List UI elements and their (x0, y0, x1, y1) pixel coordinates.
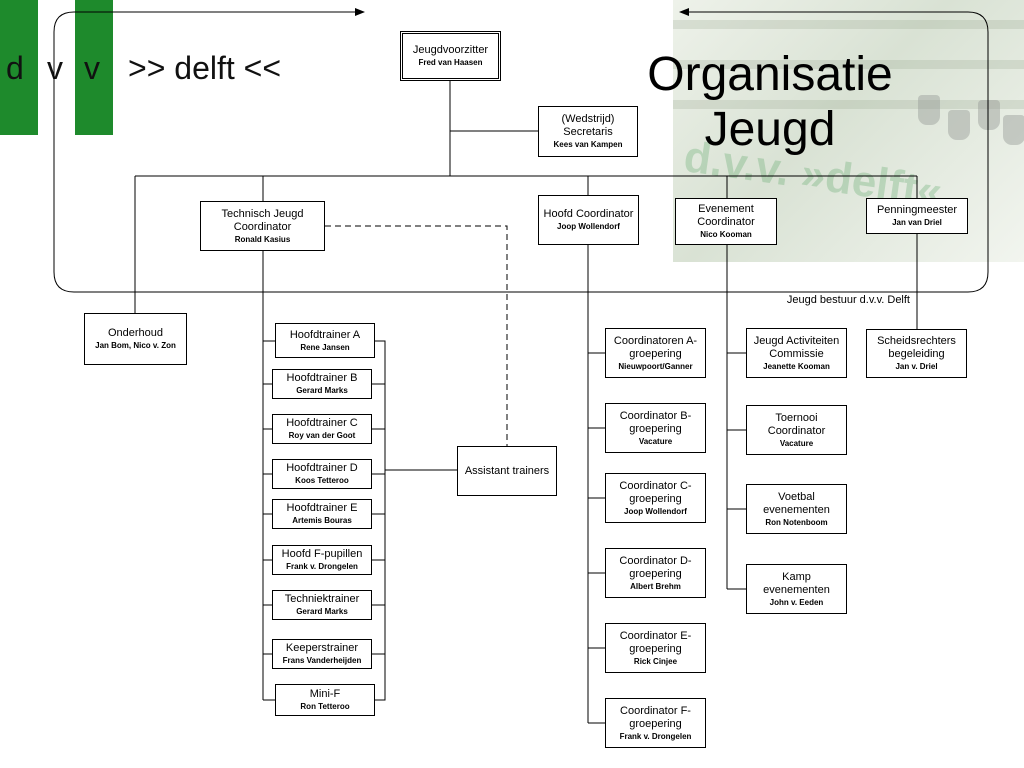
box-person: Artemis Bouras (292, 516, 352, 525)
trophy-icon (1003, 115, 1024, 145)
box-trainer: Hoofd F-pupillen Frank v. Drongelen (272, 545, 372, 575)
box-trainer: Techniektrainer Gerard Marks (272, 590, 372, 620)
box-person: Frank v. Drongelen (619, 731, 692, 741)
box-person: Gerard Marks (296, 386, 348, 395)
box-person: Ron Notenboom (765, 517, 828, 527)
box-role: Coordinator C-groepering (619, 479, 692, 505)
box-person: Joop Wollendorf (624, 506, 687, 516)
box-secretaris: (Wedstrijd) Secretaris Kees van Kampen (538, 106, 638, 157)
box-person: Nico Kooman (700, 230, 752, 239)
box-group-coordinator: Coordinatoren A-groepering Nieuwpoort/Ga… (605, 328, 706, 378)
title-line-1: Organisatie (647, 48, 893, 101)
box-trainer: Mini-F Ron Tetteroo (275, 684, 375, 716)
box-trainer: Hoofdtrainer C Roy van der Goot (272, 414, 372, 444)
box-role: Voetbal evenementen (763, 490, 830, 516)
box-person: Roy van der Goot (288, 431, 356, 440)
box-person: Frans Vanderheijden (282, 656, 362, 665)
box-event: Toernooi Coordinator Vacature (746, 405, 847, 455)
box-person: Ronald Kasius (234, 234, 291, 244)
box-person: Jan van Driel (892, 218, 942, 227)
box-penningmeester: Penningmeester Jan van Driel (866, 198, 968, 234)
box-assistant-trainers: Assistant trainers (457, 446, 557, 496)
logo-letter-v2: v (84, 50, 100, 86)
box-role: Assistant trainers (464, 464, 550, 477)
logo-suffix: >> delft << (128, 50, 282, 86)
box-technisch-coordinator: Technisch Jeugd Coordinator Ronald Kasiu… (200, 201, 325, 251)
box-trainer: Keeperstrainer Frans Vanderheijden (272, 639, 372, 669)
box-person: Joop Wollendorf (557, 222, 620, 231)
box-trainer: Hoofdtrainer D Koos Tetteroo (272, 459, 372, 489)
page-title: Organisatie Jeugd (605, 47, 935, 157)
box-role: Keeperstrainer (285, 642, 359, 654)
box-person: Vacature (638, 436, 673, 446)
box-person: Rick Cinjee (633, 656, 678, 666)
box-event: Jeugd Activiteiten Commissie Jeanette Ko… (746, 328, 847, 378)
box-group-coordinator: Coordinator E-groepering Rick Cinjee (605, 623, 706, 673)
box-person: Jan v. Driel (895, 362, 938, 371)
box-person: Fred van Haasen (418, 58, 483, 67)
trophy-icon (918, 95, 940, 125)
box-person: Kees van Kampen (553, 140, 623, 149)
box-person: Albert Brehm (630, 581, 681, 591)
box-role: Coordinator B-groepering (619, 409, 692, 435)
logo-letter-d: d (6, 50, 24, 86)
logo-letter-v1: v (47, 50, 63, 86)
box-person: Gerard Marks (296, 607, 348, 616)
box-hoofd-coordinator: Hoofd Coordinator Joop Wollendorf (538, 195, 639, 245)
footer-note: Jeugd bestuur d.v.v. Delft (786, 294, 910, 306)
box-role: Mini-F (309, 688, 341, 700)
box-role: Penningmeester (876, 204, 958, 216)
box-person: Jan Bom, Nico v. Zon (95, 341, 176, 350)
box-group-coordinator: Coordinator C-groepering Joop Wollendorf (605, 473, 706, 523)
box-role: Scheidsrechters begeleiding (877, 335, 956, 360)
logo-bar-right (75, 0, 113, 135)
logo-bar-left (0, 0, 38, 135)
box-trainer: Hoofdtrainer A Rene Jansen (275, 323, 375, 358)
box-role: (Wedstrijd) Secretaris (561, 113, 615, 138)
box-role: Hoofdtrainer A (289, 328, 361, 341)
box-role: Evenement Coordinator (697, 203, 755, 228)
box-role: Coordinator E-groepering (619, 629, 692, 655)
box-event: Kamp evenementen John v. Eeden (746, 564, 847, 614)
trophy-icon (948, 110, 970, 140)
box-role: Coordinatoren A-groepering (613, 334, 698, 360)
box-role: Kamp evenementen (763, 570, 830, 596)
box-onderhoud: Onderhoud Jan Bom, Nico v. Zon (84, 313, 187, 365)
box-group-coordinator: Coordinator D-groepering Albert Brehm (605, 548, 706, 598)
box-role: Hoofd F-pupillen (281, 548, 363, 560)
box-role: Hoofdtrainer B (286, 372, 358, 384)
box-role: Hoofdtrainer C (286, 417, 358, 429)
box-role: Hoofdtrainer D (286, 462, 358, 474)
box-person: Vacature (779, 438, 814, 448)
box-person: John v. Eeden (769, 597, 824, 607)
box-scheidsrechters: Scheidsrechters begeleiding Jan v. Driel (866, 329, 967, 378)
box-trainer: Hoofdtrainer E Artemis Bouras (272, 499, 372, 529)
box-event: Voetbal evenementen Ron Notenboom (746, 484, 847, 534)
box-trainer: Hoofdtrainer B Gerard Marks (272, 369, 372, 399)
box-person: Koos Tetteroo (295, 476, 349, 485)
box-group-coordinator: Coordinator B-groepering Vacature (605, 403, 706, 453)
box-role: Toernooi Coordinator (767, 411, 826, 437)
box-role: Techniektrainer (284, 593, 360, 605)
box-role: Hoofdtrainer E (286, 502, 358, 514)
box-evenement-coordinator: Evenement Coordinator Nico Kooman (675, 198, 777, 245)
box-person: Ron Tetteroo (300, 702, 350, 711)
box-role: Onderhoud (107, 327, 164, 339)
box-jeugdvoorzitter: Jeugdvoorzitter Fred van Haasen (400, 31, 501, 81)
box-person: Nieuwpoort/Ganner (618, 361, 693, 371)
box-role: Coordinator F-groepering (620, 704, 691, 730)
box-role: Technisch Jeugd Coordinator (221, 207, 304, 233)
box-person: Rene Jansen (300, 342, 350, 352)
box-role: Coordinator D-groepering (619, 554, 692, 580)
box-role: Hoofd Coordinator (543, 208, 634, 220)
box-person: Jeanette Kooman (763, 361, 830, 371)
trophy-icon (978, 100, 1000, 130)
title-line-2: Jeugd (704, 103, 836, 156)
box-role: Jeugd Activiteiten Commissie (753, 334, 840, 360)
box-person: Frank v. Drongelen (286, 562, 358, 571)
box-group-coordinator: Coordinator F-groepering Frank v. Dronge… (605, 698, 706, 748)
box-role: Jeugdvoorzitter (412, 44, 489, 56)
